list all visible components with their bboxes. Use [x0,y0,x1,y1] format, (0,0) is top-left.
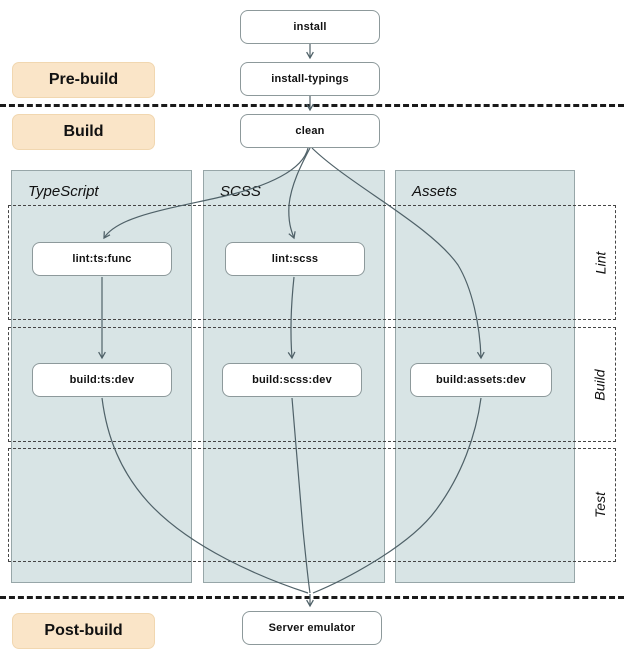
phase-label-pre-build: Pre-build [12,62,155,98]
node-server-emulator: Server emulator [242,611,382,645]
stage-band-test [8,448,616,562]
separator-test-postbuild [0,596,624,599]
edge-lint-scss-to-build-scss-dev [287,276,296,360]
node-install: install [240,10,380,44]
node-lint-ts-func: lint:ts:func [32,242,172,276]
node-clean: clean [240,114,380,148]
edge-clean-to-build-assets-dev [311,147,485,360]
node-lint-scss: lint:scss [225,242,365,276]
column-title-assets: Assets [412,183,458,200]
stage-band-lint [8,205,616,320]
edge-clean-to-lint-ts-func [103,147,309,240]
phase-label-post-build: Post-build [12,613,155,649]
node-install-typings: install-typings [240,62,380,96]
edge-build-ts-dev-to-server [101,397,309,594]
phase-label-build: Build [12,114,155,150]
node-build-assets-dev: build:assets:dev [410,363,552,397]
node-build-ts-dev: build:ts:dev [32,363,172,397]
edge-build-assets-dev-to-server [312,397,482,594]
node-build-scss-dev: build:scss:dev [222,363,362,397]
edge-build-scss-dev-to-server [291,397,311,594]
column-title-typescript: TypeScript [28,183,99,200]
stage-band-build [8,327,616,442]
edge-clean-to-lint-scss [288,147,311,240]
